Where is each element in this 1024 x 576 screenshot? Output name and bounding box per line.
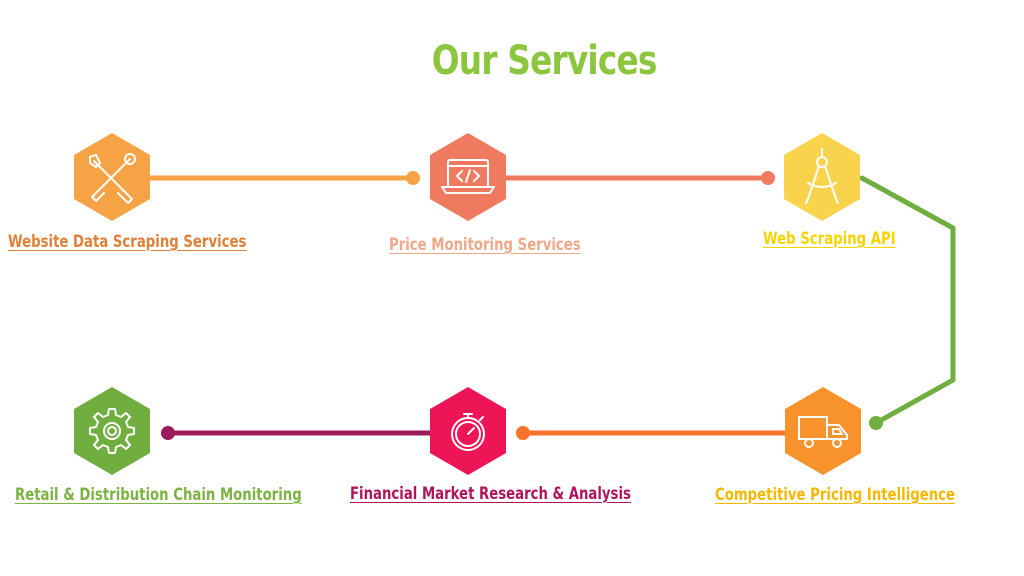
service-link-website-data-scraping[interactable]: Website Data Scraping Services: [8, 232, 247, 252]
connector-dot: [161, 426, 175, 440]
service-link-price-monitoring[interactable]: Price Monitoring Services: [389, 235, 581, 255]
service-link-financial-market-research[interactable]: Financial Market Research & Analysis: [350, 484, 631, 504]
service-link-retail-distribution[interactable]: Retail & Distribution Chain Monitoring: [15, 485, 302, 505]
service-node-competitive-pricing[interactable]: [785, 387, 861, 475]
connector-dot: [516, 426, 530, 440]
service-link-competitive-pricing[interactable]: Competitive Pricing Intelligence: [715, 485, 956, 505]
service-node-web-scraping-api[interactable]: [784, 133, 860, 221]
service-node-retail-distribution[interactable]: [74, 387, 150, 475]
connector-3-to-4: [859, 175, 956, 426]
connector-dot: [406, 171, 420, 185]
connector-dot: [761, 171, 775, 185]
compass-icon: [805, 148, 839, 204]
stopwatch-icon: [451, 413, 485, 451]
gear-icon: [89, 408, 135, 454]
tools-icon: [89, 153, 136, 204]
service-node-financial-market-research[interactable]: [430, 387, 506, 475]
code-laptop-icon: [441, 159, 495, 194]
truck-icon: [798, 416, 848, 448]
page-title: Our Services: [431, 38, 658, 84]
service-node-website-data-scraping[interactable]: [74, 133, 150, 221]
service-link-web-scraping-api[interactable]: Web Scraping API: [763, 229, 896, 249]
service-node-price-monitoring[interactable]: [430, 133, 506, 221]
connector-dot: [869, 416, 883, 430]
